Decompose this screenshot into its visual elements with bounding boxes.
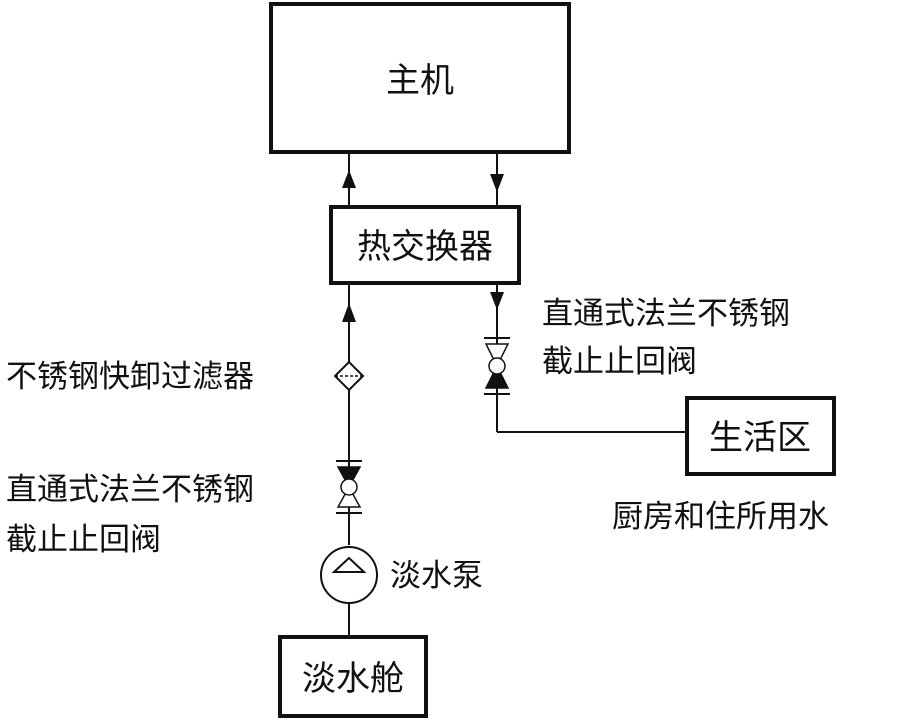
heat-exchanger-label: 热交换器	[357, 227, 493, 267]
pump-icon	[320, 546, 378, 604]
left-valve-label-line2: 截止止回阀	[6, 522, 161, 558]
pump-label: 淡水泵	[390, 558, 483, 594]
right-valve-label-line1: 直通式法兰不锈钢	[542, 296, 790, 332]
fresh-water-tank-box	[278, 635, 428, 718]
main-engine-label: 主机	[386, 61, 454, 101]
check-valve-icon	[336, 460, 362, 514]
check-valve-icon	[484, 337, 510, 395]
right-valve-label-line2: 截止止回阀	[542, 344, 697, 380]
arrow-up-icon	[342, 303, 356, 322]
filter-label: 不锈钢快卸过滤器	[6, 359, 254, 395]
arrow-up-icon	[342, 170, 356, 188]
living-area-box	[685, 396, 836, 476]
fresh-water-tank-label: 淡水舱	[302, 659, 404, 699]
living-area-note: 厨房和住所用水	[612, 499, 829, 535]
heat-exchanger-box	[329, 205, 521, 285]
left-valve-label-line1: 直通式法兰不锈钢	[6, 472, 254, 508]
filter-icon	[333, 360, 365, 392]
arrow-down-icon	[490, 174, 504, 192]
main-engine-box	[269, 2, 571, 154]
living-area-label: 生活区	[709, 418, 811, 458]
arrow-down-icon	[490, 292, 504, 310]
